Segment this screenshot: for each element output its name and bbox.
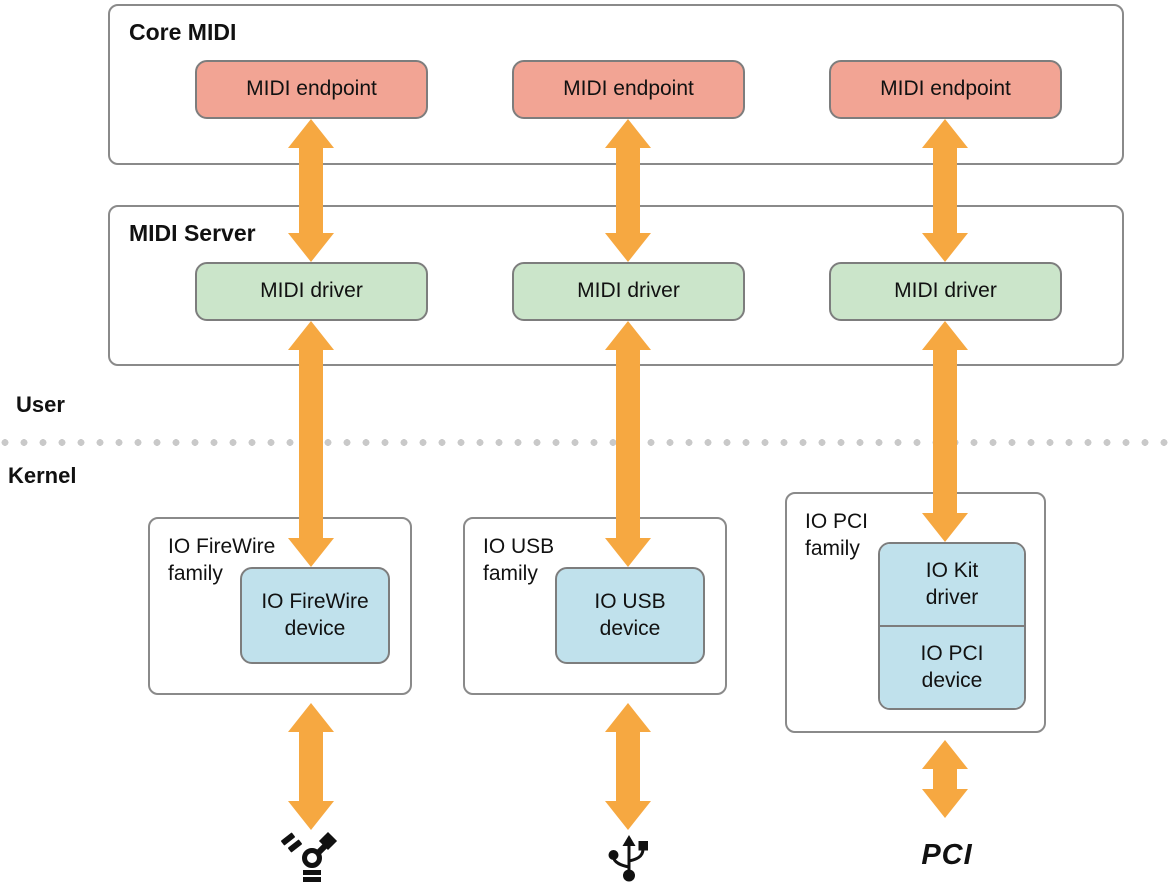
midi-endpoint-box-2: MIDI endpoint — [512, 60, 745, 119]
io-pci-family-label-line2: family — [805, 537, 860, 561]
firewire-icon — [281, 831, 338, 882]
io-usb-device-box: IO USB device — [555, 567, 705, 664]
io-usb-family-label: IO USB family — [483, 533, 554, 588]
pci-bus-label: PCI — [921, 839, 973, 871]
midi-server-layer-title: MIDI Server — [129, 220, 256, 246]
kernel-space-label: Kernel — [8, 463, 77, 488]
arrow-endpoint-driver-1 — [288, 119, 334, 262]
arrow-driver-iokit-driver — [922, 321, 968, 542]
io-firewire-family-label: IO FireWire family — [168, 533, 275, 588]
io-pci-driver-device-stack: IO Kit driver IO PCI device — [878, 542, 1026, 710]
user-space-label: User — [16, 392, 65, 417]
io-pci-device-box: IO PCI device — [880, 627, 1024, 708]
io-pci-family-label-line1: IO PCI — [805, 510, 869, 533]
io-usb-family-label-line1: IO USB — [483, 535, 555, 558]
arrow-firewire-bus — [288, 703, 334, 830]
arrow-pci-bus — [922, 740, 968, 818]
io-kit-driver-box: IO Kit driver — [880, 544, 1024, 627]
arrow-driver-usb-device — [605, 321, 651, 567]
arrow-usb-bus — [605, 703, 651, 830]
io-firewire-device-box: IO FireWire device — [240, 567, 390, 664]
usb-icon — [608, 835, 648, 882]
arrow-endpoint-driver-3 — [922, 119, 968, 262]
io-firewire-family-label-line2: family — [168, 562, 223, 586]
arrow-endpoint-driver-2 — [605, 119, 651, 262]
user-kernel-dotted-divider — [0, 438, 1168, 447]
core-midi-layer-title: Core MIDI — [129, 19, 237, 45]
midi-endpoint-box-1: MIDI endpoint — [195, 60, 428, 119]
io-pci-family-label: IO PCI family — [805, 508, 868, 563]
midi-driver-box-1: MIDI driver — [195, 262, 428, 321]
io-firewire-family-label-line1: IO FireWire — [168, 535, 276, 558]
midi-driver-box-2: MIDI driver — [512, 262, 745, 321]
midi-endpoint-box-3: MIDI endpoint — [829, 60, 1062, 119]
io-usb-family-label-line2: family — [483, 562, 538, 586]
arrow-driver-firewire-device — [288, 321, 334, 567]
midi-driver-box-3: MIDI driver — [829, 262, 1062, 321]
